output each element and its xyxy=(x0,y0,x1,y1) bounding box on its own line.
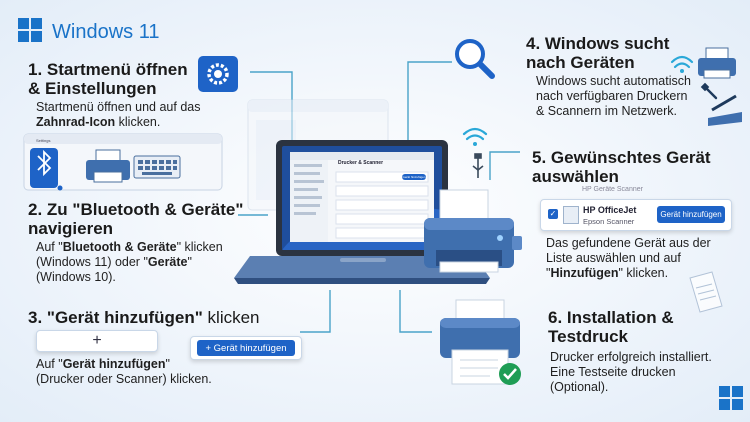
step2-text: Auf "Bluetooth & Geräte" klicken (Window… xyxy=(36,240,223,284)
scanner-icon-step4 xyxy=(708,94,742,126)
keyboard-icon-step1 xyxy=(133,155,181,179)
device-subtitle: Epson Scanner xyxy=(583,217,635,226)
step4-text: Windows sucht automatisch nach verfügbar… xyxy=(536,74,691,118)
windows-11-logo-text: Windows 11 xyxy=(52,21,160,43)
device-list-card: ✓ HP OfficeJet Epson Scanner Gerät hinzu… xyxy=(540,199,732,231)
step2-title: 2. Zu "Bluetooth & Geräte" navigieren xyxy=(28,200,244,238)
windows-logo-icon xyxy=(18,18,42,42)
device-printer-icon xyxy=(563,206,579,224)
step3-title: 3. "Gerät hinzufügen" klicken xyxy=(28,308,260,327)
connector-step3 xyxy=(300,290,331,333)
windows-logo-icon-small xyxy=(719,386,743,410)
plus-box[interactable]: + xyxy=(36,330,158,352)
printer-icon-step4 xyxy=(698,47,736,79)
gear-icon xyxy=(198,56,238,92)
printer-illustration-main xyxy=(424,189,522,273)
connector-step6 xyxy=(399,290,432,333)
step5-title: 5. Gewünschtes Gerät auswählen xyxy=(532,148,711,186)
connector-step5 xyxy=(489,151,520,180)
device-name: HP OfficeJet xyxy=(583,205,637,215)
laptop-screen-header: Drucker & Scanner xyxy=(338,160,384,166)
add-device-card: + Gerät hinzufügen xyxy=(190,336,302,360)
laptop-illustration xyxy=(234,140,490,284)
wifi-icon-main xyxy=(462,127,488,146)
device-list-faded-item: HP Geräte Scanner xyxy=(582,186,643,193)
step1-title: 1. Startmenü öffnen & Einstellungen xyxy=(28,60,188,98)
add-device-button[interactable]: + Gerät hinzufügen xyxy=(197,340,295,356)
magnifier-icon xyxy=(455,39,495,79)
printer-success-illustration xyxy=(440,299,521,385)
printer-icon-step1 xyxy=(86,149,130,183)
step6-title: 6. Installation & Testdruck xyxy=(548,308,674,346)
step6-text: Drucker erfolgreich installiert. Eine Te… xyxy=(550,350,712,394)
mini-settings-title: Settings xyxy=(36,138,51,143)
document-icon xyxy=(689,271,723,313)
device-checkbox[interactable]: ✓ xyxy=(548,209,558,219)
step5-text: Das gefundene Gerät aus der Liste auswäh… xyxy=(546,236,711,280)
laptop-screen-add-button[interactable]: Gerät hinzufügen xyxy=(402,174,426,180)
step4-title: 4. Windows sucht nach Geräten xyxy=(526,34,670,72)
wifi-icon-step4 xyxy=(670,55,694,73)
usb-icon-main xyxy=(472,153,484,178)
device-add-button[interactable]: Gerät hinzufügen xyxy=(657,206,725,223)
step3-text: Auf "Gerät hinzufügen" (Drucker oder Sca… xyxy=(36,357,212,386)
step1-text: Startmenü öffnen und auf das Zahnrad-Ico… xyxy=(36,100,201,129)
